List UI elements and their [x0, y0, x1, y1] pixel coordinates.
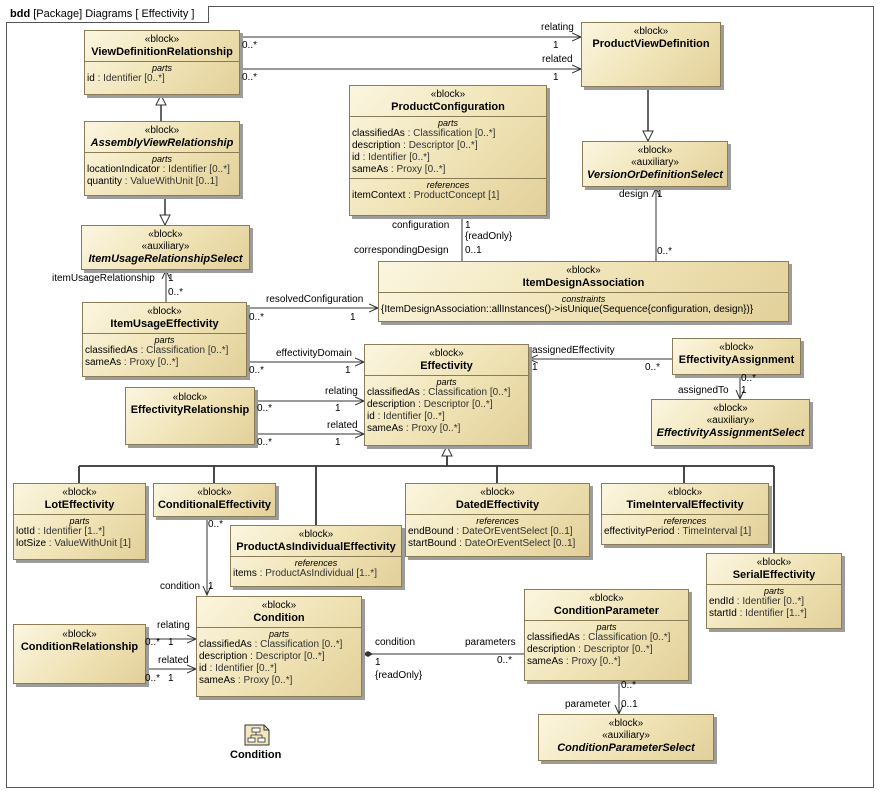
block-effectivity-relationship[interactable]: «block»EffectivityRelationship: [125, 387, 255, 445]
block-condition[interactable]: «block»Condition parts classifiedAs : Cl…: [196, 596, 362, 697]
block-serial-effectivity[interactable]: «block»SerialEffectivity parts endId : I…: [706, 553, 842, 629]
cond-condition-role: condition: [375, 637, 416, 648]
ce-condition-src-mult: 0..*: [208, 519, 224, 530]
resolved-configuration-src-mult: 0..*: [249, 312, 265, 323]
effectivity-domain-mult: 1: [345, 365, 351, 376]
er-related-mult: 1: [335, 437, 341, 448]
vdr-relating-mult: 0..*: [242, 40, 258, 51]
block-dated-effectivity[interactable]: «block»DatedEffectivity references endBo…: [405, 483, 590, 557]
assigned-effectivity-src-mult: 0..*: [645, 362, 661, 373]
parameters-role: parameters: [465, 637, 516, 648]
block-time-interval-effectivity[interactable]: «block»TimeIntervalEffectivity reference…: [601, 483, 769, 545]
condition-role: condition: [160, 581, 201, 592]
block-version-or-definition-select[interactable]: «block»«auxiliary»VersionOrDefinitionSel…: [582, 141, 728, 187]
er-relating-mult: 1: [335, 403, 341, 414]
block-effectivity-assignment-select[interactable]: «block»«auxiliary»EffectivityAssignmentS…: [651, 399, 810, 446]
assigned-to-src-mult: 0..*: [741, 373, 757, 384]
item-usage-relationship-mult: 1: [168, 273, 174, 284]
block-item-usage-effectivity[interactable]: «block»ItemUsageEffectivity parts classi…: [82, 302, 247, 377]
effectivity-generalization-tree: [78, 446, 775, 553]
cr-relating-mult: 1: [168, 637, 174, 648]
block-effectivity-assignment[interactable]: «block»EffectivityAssignment: [672, 338, 801, 375]
block-item-design-association[interactable]: «block»ItemDesignAssociation constraints…: [378, 261, 789, 322]
parameter-role: parameter: [565, 699, 611, 710]
cr-related-mult: 1: [168, 673, 174, 684]
vdr-related-mult: 0..*: [242, 72, 258, 83]
block-effectivity[interactable]: «block»Effectivity parts classifiedAs : …: [364, 344, 529, 446]
condition-mult: 1: [208, 581, 214, 592]
diagram-frame: [6, 6, 874, 788]
configuration-readonly: {readOnly}: [465, 231, 513, 242]
assigned-to-mult: 1: [741, 385, 747, 396]
cr-related-src-mult: 0..*: [145, 673, 161, 684]
cr-related-role: related: [158, 655, 189, 666]
block-item-usage-relationship-select[interactable]: «block»«auxiliary»ItemUsageRelationshipS…: [81, 225, 250, 270]
ida-design-mult: 0..*: [657, 246, 673, 257]
er-related-role: related: [327, 420, 358, 431]
relating-mult: 1: [553, 40, 559, 51]
cond-condition-mult: 1: [375, 657, 381, 668]
block-product-view-definition[interactable]: «block»ProductViewDefinition: [581, 22, 721, 87]
parameter-mult: 0..1: [621, 699, 638, 710]
block-conditional-effectivity[interactable]: «block»ConditionalEffectivity: [153, 483, 276, 517]
effectivity-domain-role: effectivityDomain: [276, 348, 352, 359]
parameters-mult: 0..*: [497, 655, 513, 666]
er-relating-role: relating: [325, 386, 358, 397]
assigned-to-role: assignedTo: [678, 385, 729, 396]
design-mult: 1: [657, 189, 663, 200]
parameter-src-mult: 0..*: [621, 680, 637, 691]
assigned-effectivity-mult: 1: [532, 362, 538, 373]
block-condition-parameter-select[interactable]: «block»«auxiliary»ConditionParameterSele…: [538, 714, 714, 761]
block-product-configuration[interactable]: «block»ProductConfiguration parts classi…: [349, 85, 547, 216]
block-condition-parameter[interactable]: «block»ConditionParameter parts classifi…: [524, 589, 689, 681]
resolved-configuration-role: resolvedConfiguration: [266, 294, 364, 305]
configuration-role: configuration: [392, 220, 450, 231]
related-role: related: [542, 54, 573, 65]
configuration-mult: 1: [465, 220, 471, 231]
diagram-reference-label[interactable]: Condition: [230, 749, 282, 761]
design-role: design: [619, 189, 649, 200]
resolved-configuration-mult: 1: [350, 312, 356, 323]
block-view-definition-relationship[interactable]: «block»ViewDefinitionRelationship parts …: [84, 30, 240, 95]
relating-role: relating: [541, 22, 574, 33]
er-relating-src-mult: 0..*: [257, 403, 273, 414]
cr-relating-role: relating: [157, 620, 190, 631]
effectivity-domain-src-mult: 0..*: [249, 365, 265, 376]
er-related-src-mult: 0..*: [257, 437, 273, 448]
iue-iur-mult: 0..*: [168, 287, 184, 298]
block-product-as-individual-effectivity[interactable]: «block»ProductAsIndividualEffectivity re…: [230, 525, 402, 587]
frame-title: bdd [Package] Diagrams [ Effectivity ]: [6, 6, 210, 23]
related-mult: 1: [553, 72, 559, 83]
block-lot-effectivity[interactable]: «block»LotEffectivity parts lotId : Iden…: [13, 483, 146, 560]
block-condition-relationship[interactable]: «block»ConditionRelationship: [13, 624, 146, 684]
corresponding-design-role: correspondingDesign: [354, 245, 449, 256]
diagram-icon[interactable]: [244, 724, 270, 746]
item-usage-relationship-role: itemUsageRelationship: [52, 273, 155, 284]
assigned-effectivity-role: assignedEffectivity: [532, 345, 615, 356]
cr-relating-src-mult: 0..*: [145, 637, 161, 648]
corresponding-design-mult: 0..1: [465, 245, 482, 256]
block-assembly-view-relationship[interactable]: «block»AssemblyViewRelationship parts lo…: [84, 121, 240, 196]
cond-condition-readonly: {readOnly}: [375, 670, 423, 681]
